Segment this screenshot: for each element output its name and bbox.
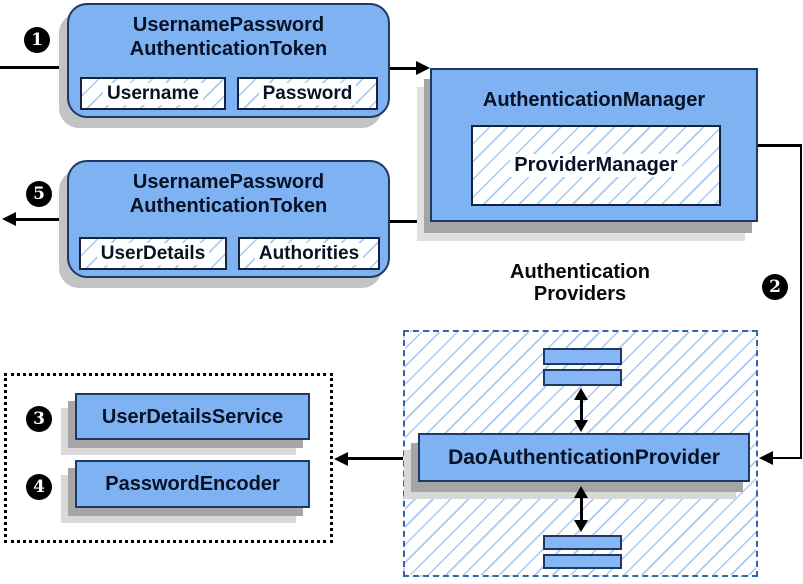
authentication-providers-label: Authentication Providers — [455, 261, 705, 305]
password-field-label: Password — [258, 82, 357, 105]
authentication-providers-label-line2: Providers — [533, 283, 627, 305]
response-token-title-line1: UsernamePassword — [132, 171, 325, 193]
username-field-label: Username — [103, 82, 203, 105]
response-token-node: UsernamePassword AuthenticationToken Use… — [67, 160, 390, 278]
request-token-title: UsernamePassword AuthenticationToken — [69, 5, 388, 61]
arrowhead-response-left — [2, 212, 16, 226]
double-arrow-bottom — [574, 486, 588, 532]
provider-placeholder-bar — [543, 348, 622, 365]
provider-placeholder-bar — [543, 554, 622, 569]
arrowhead-into-dao-provider — [759, 451, 773, 465]
provider-manager-node: ProviderManager — [471, 125, 721, 206]
connector-elbow-vertical — [799, 144, 802, 459]
user-details-service-title: UserDetailsService — [101, 405, 284, 428]
connector-dao-to-services — [347, 457, 418, 460]
password-encoder-title: PasswordEncoder — [105, 473, 280, 495]
dao-authentication-provider-title: DaoAuthenticationProvider — [448, 445, 720, 469]
arrowhead-down — [574, 520, 588, 532]
user-details-service-node: UserDetailsService — [75, 393, 310, 440]
double-arrow-shaft — [579, 397, 583, 423]
step-5-badge: 5 — [26, 181, 52, 207]
response-token-title-line2: AuthenticationToken — [129, 195, 328, 217]
step-2-badge: 2 — [762, 274, 788, 300]
connector-manager-to-response-token — [388, 220, 432, 223]
authentication-providers-label-line1: Authentication — [510, 261, 650, 283]
dao-authentication-provider-node: DaoAuthenticationProvider — [418, 433, 750, 482]
request-token-node: UsernamePassword AuthenticationToken Use… — [67, 3, 390, 118]
arrowhead-into-authentication-manager — [416, 61, 430, 75]
authentication-manager-title: AuthenticationManager — [482, 89, 706, 111]
provider-manager-title: ProviderManager — [510, 154, 682, 177]
connector-response-outgoing — [14, 218, 69, 221]
username-field: Username — [80, 77, 226, 110]
request-token-title-line1: UsernamePassword — [132, 14, 325, 36]
step-3-badge: 3 — [26, 406, 52, 432]
connector-elbow-bottom — [771, 456, 801, 459]
double-arrow-shaft — [579, 495, 583, 523]
user-details-field-label: UserDetails — [96, 242, 210, 265]
response-token-title: UsernamePassword AuthenticationToken — [69, 162, 388, 218]
provider-placeholder-bar — [543, 535, 622, 550]
arrowhead-into-services-group — [334, 451, 348, 466]
request-token-title-line2: AuthenticationToken — [129, 38, 328, 60]
connector-elbow-top — [757, 144, 802, 147]
connector-token-to-manager — [388, 67, 418, 70]
double-arrow-top — [574, 388, 588, 432]
password-encoder-node: PasswordEncoder — [75, 460, 310, 508]
arrowhead-up — [574, 486, 588, 498]
authentication-manager-node: AuthenticationManager ProviderManager — [430, 68, 758, 222]
user-details-field: UserDetails — [79, 237, 227, 270]
authorities-field-label: Authorities — [254, 242, 364, 265]
step-4-badge: 4 — [26, 474, 52, 500]
authorities-field: Authorities — [238, 237, 380, 270]
arrowhead-down — [574, 420, 588, 432]
provider-placeholder-bar — [543, 369, 622, 386]
arrowhead-up — [574, 388, 588, 400]
connector-incoming-request — [0, 66, 70, 69]
password-field: Password — [237, 77, 378, 110]
step-1-badge: 1 — [24, 27, 50, 53]
